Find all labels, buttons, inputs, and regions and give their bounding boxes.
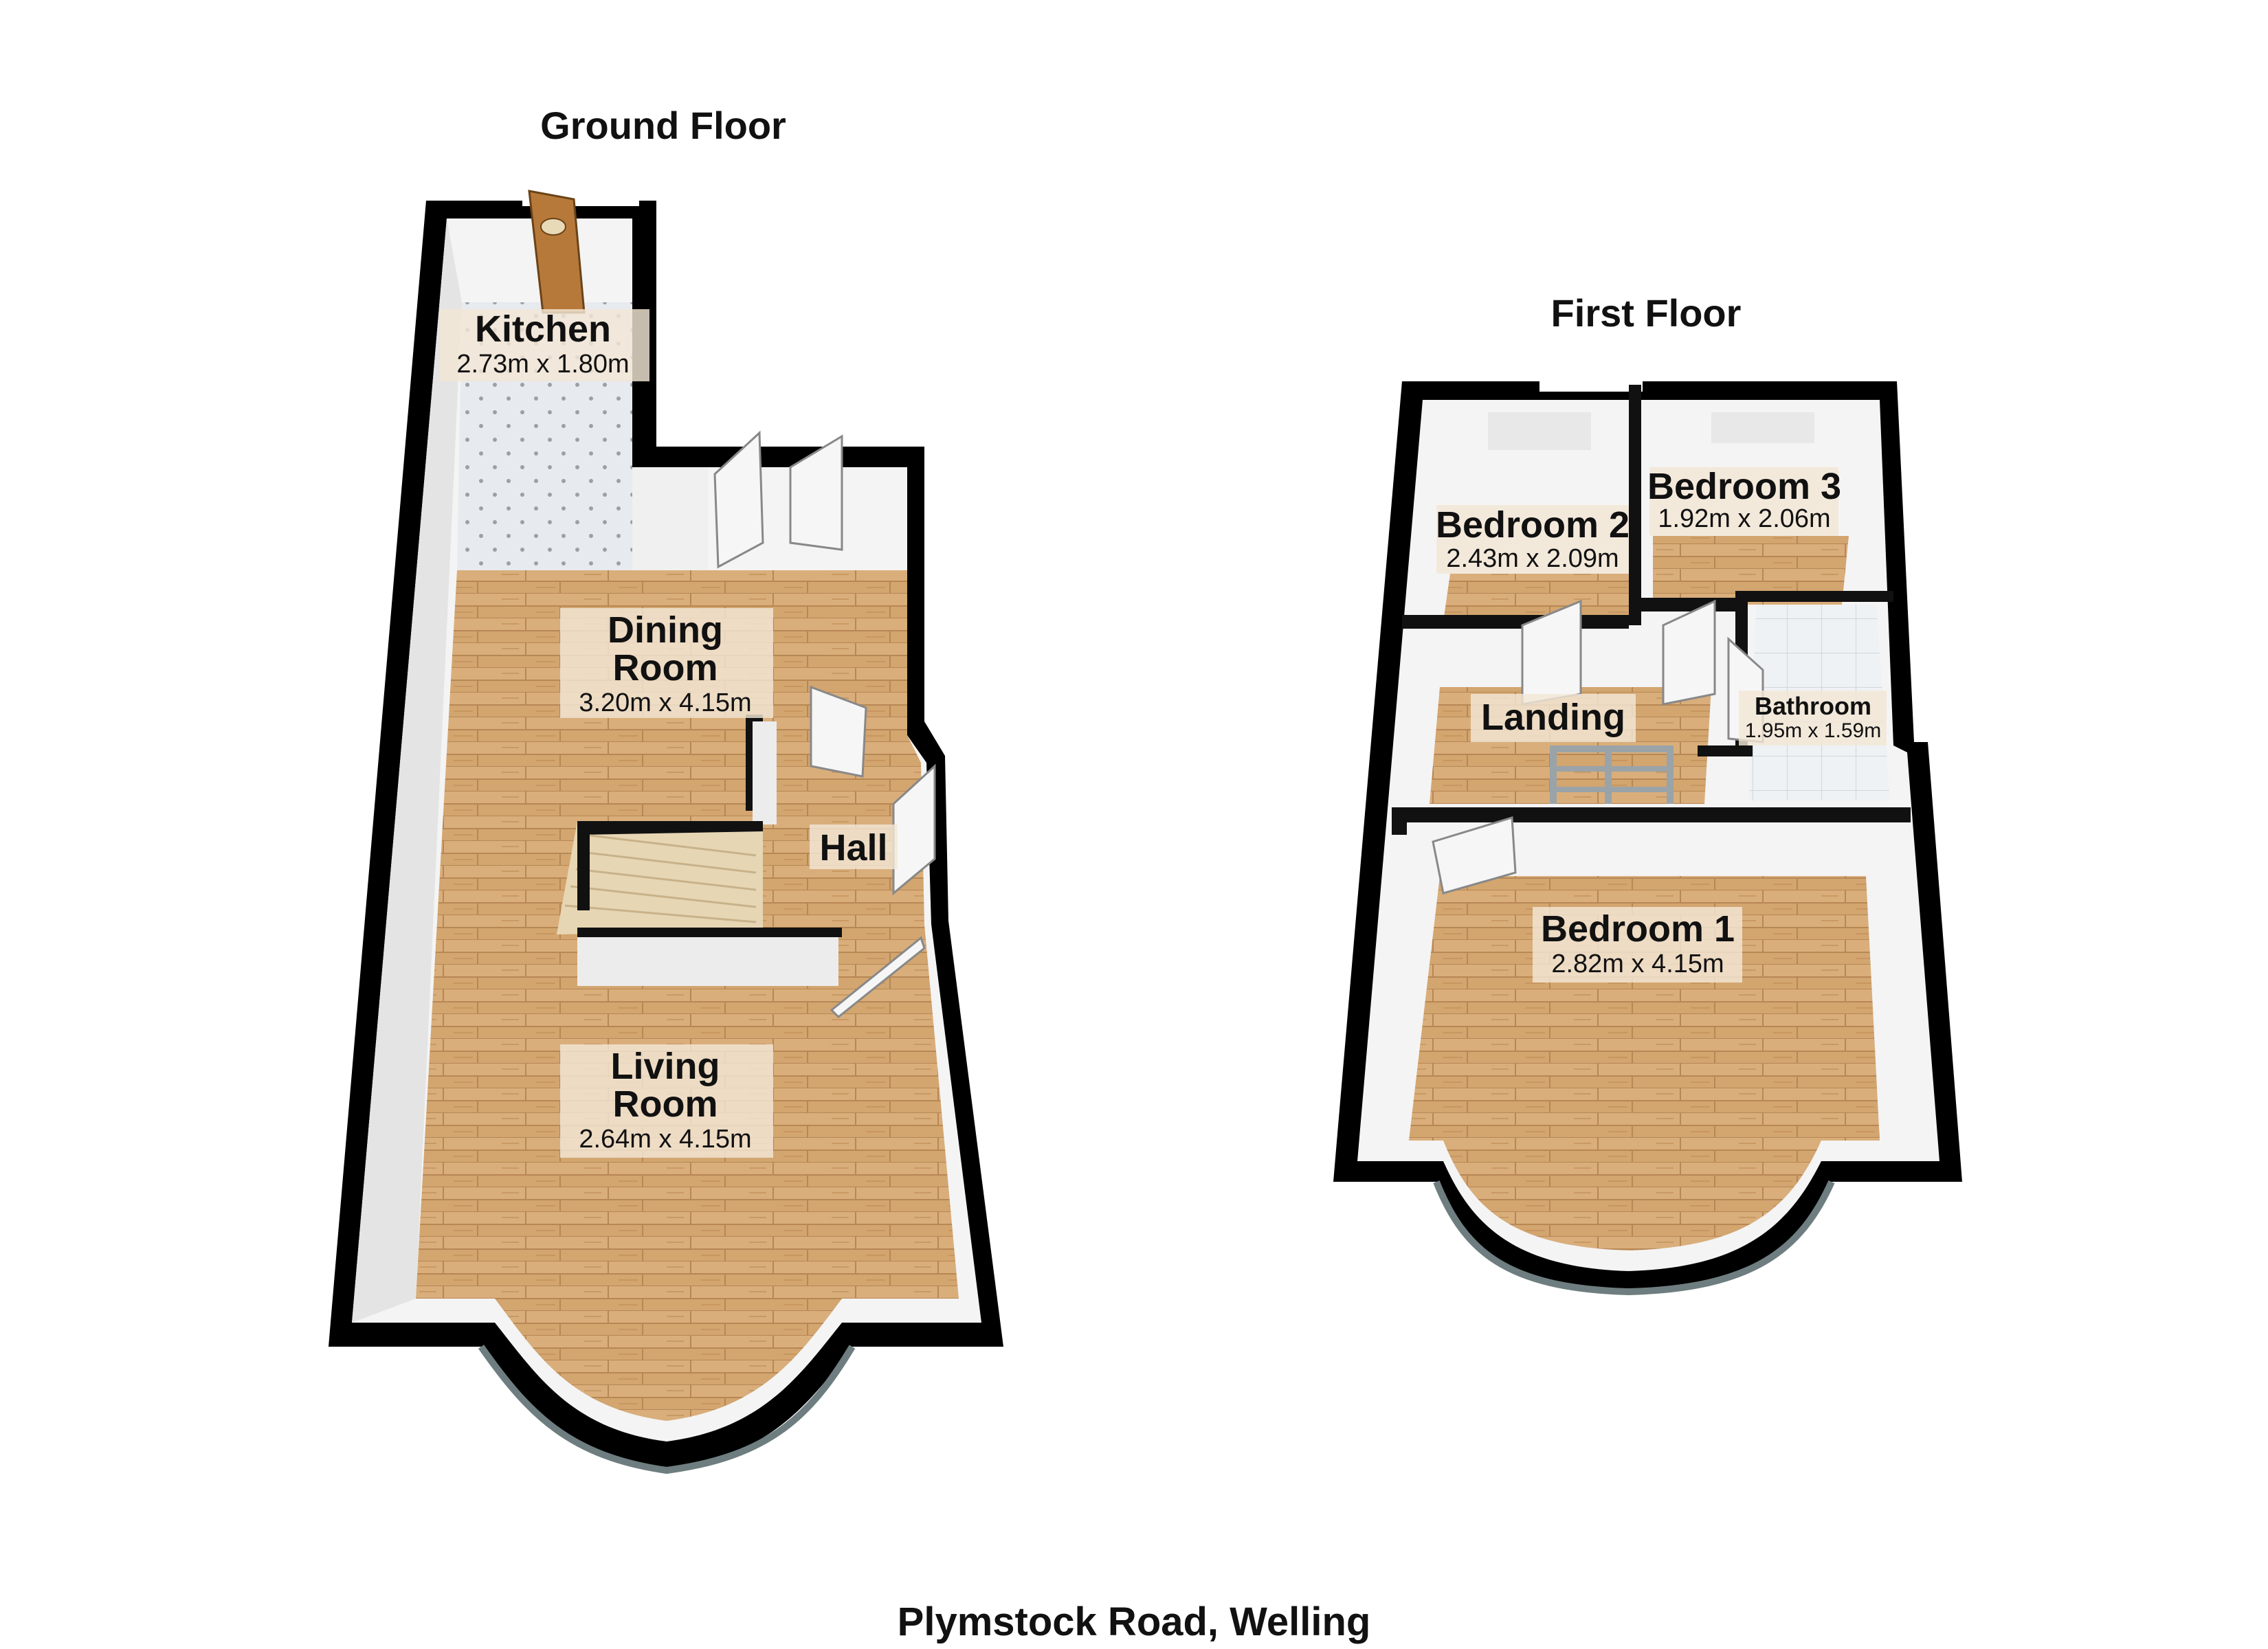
- bedroom-2-window: [1488, 412, 1591, 450]
- living-door-icon: [830, 936, 926, 1019]
- bedroom-3-name: Bedroom 3: [1647, 466, 1841, 507]
- living-room-name-line1: Living: [611, 1046, 720, 1087]
- ground-floor-title: Ground Floor: [540, 104, 786, 147]
- living-room-name-line2: Room: [613, 1084, 718, 1125]
- property-address-caption: Plymstock Road, Welling: [898, 1600, 1371, 1644]
- bedroom-2-bottom-wall: [1402, 615, 1629, 629]
- hall-name: Hall: [819, 827, 887, 868]
- ground-left-wall: [352, 218, 462, 1323]
- understair-door-icon: [810, 685, 867, 778]
- bathroom-dims: 1.95m x 1.59m: [1745, 719, 1881, 742]
- bedroom-1-door-icon: [1432, 816, 1517, 895]
- bedroom-2-floor: [1443, 574, 1629, 622]
- first-floor-title: First Floor: [1551, 291, 1742, 335]
- living-room-dims: 2.64m x 4.15m: [579, 1125, 751, 1154]
- bedroom-3-door-icon: [1662, 599, 1716, 706]
- french-door-right-icon: [789, 434, 843, 551]
- bedroom-1-dims: 2.82m x 4.15m: [1551, 950, 1724, 978]
- landing-banister: [1550, 745, 1674, 804]
- bedroom-3-bottom-wall: [1639, 598, 1735, 612]
- bathroom-name: Bathroom: [1755, 692, 1871, 720]
- living-hall-partition: [577, 931, 838, 986]
- ground-floor: [329, 190, 1003, 1474]
- bedroom-3-window: [1711, 412, 1814, 443]
- first-floor: [1333, 381, 1962, 1296]
- ground-bay-window: [478, 1345, 856, 1474]
- bedroom-3-floor: [1653, 536, 1849, 605]
- kitchen-name: Kitchen: [475, 309, 611, 350]
- bedroom-1-left-wall: [1392, 807, 1407, 835]
- kitchen-dims: 2.73m x 1.80m: [456, 350, 629, 379]
- first-bay-window: [1433, 1180, 1835, 1296]
- bathroom-bottom-wall: [1698, 745, 1753, 756]
- bedroom-2-name: Bedroom 2: [1436, 504, 1630, 546]
- dining-room-name-line2: Room: [613, 647, 718, 688]
- bedroom-2-dims: 2.43m x 2.09m: [1446, 544, 1619, 573]
- bedroom-1-name: Bedroom 1: [1541, 908, 1735, 950]
- bedroom-3-dims: 1.92m x 2.06m: [1658, 504, 1830, 533]
- landing-name: Landing: [1481, 697, 1625, 738]
- ground-floor-wood: [416, 570, 959, 1421]
- landing-bottom-wall: [1395, 807, 1911, 822]
- kitchen-dining-partition: [632, 467, 708, 570]
- bedroom-1-floor: [1409, 876, 1880, 1250]
- staircase: [557, 821, 763, 934]
- bedroom-divider-wall: [1629, 385, 1641, 625]
- stair-side-wall: [753, 721, 777, 824]
- french-door-left-icon: [713, 430, 764, 569]
- dining-room-name-line1: Dining: [608, 609, 723, 651]
- dining-room-dims: 3.20m x 4.15m: [579, 688, 751, 717]
- bathroom-top-wall: [1735, 591, 1893, 602]
